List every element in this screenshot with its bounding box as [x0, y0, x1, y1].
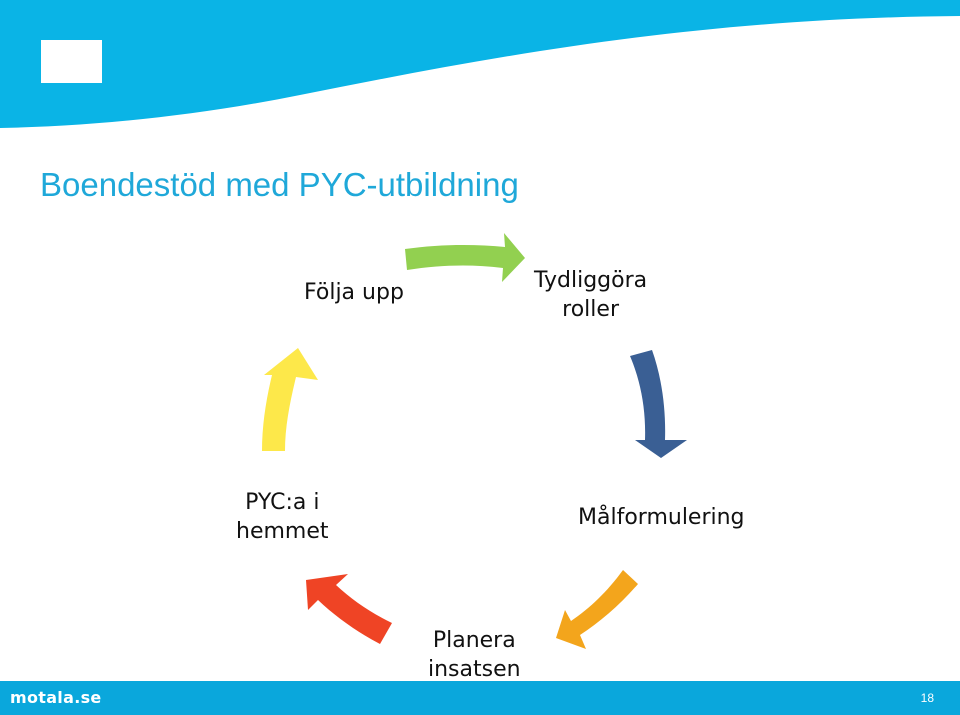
page-number: 18: [920, 691, 934, 705]
step-label-folja-upp: Följa upp: [304, 280, 404, 305]
step-label-malformulering: Målformulering: [578, 505, 745, 530]
step-label-pyca-i-hemmet: PYC:a i hemmet: [236, 490, 329, 544]
step-label-planera-insatsen: Planera insatsen: [428, 628, 521, 682]
arrow-blue: [630, 350, 687, 458]
footer-bar: motala.se 18: [0, 681, 960, 715]
logo-placeholder: [41, 40, 102, 83]
arrow-green: [405, 233, 525, 282]
header-wave: [0, 0, 960, 128]
slide-title: Boendestöd med PYC-utbildning: [40, 166, 519, 203]
arrow-orange: [556, 570, 638, 649]
step-label-tydliggora-roller: Tydliggöra roller: [534, 268, 648, 322]
arrow-red: [306, 574, 392, 644]
footer-brand: motala.se: [10, 688, 102, 707]
arrow-yellow: [262, 348, 318, 451]
header-wave-shape: [0, 0, 960, 128]
